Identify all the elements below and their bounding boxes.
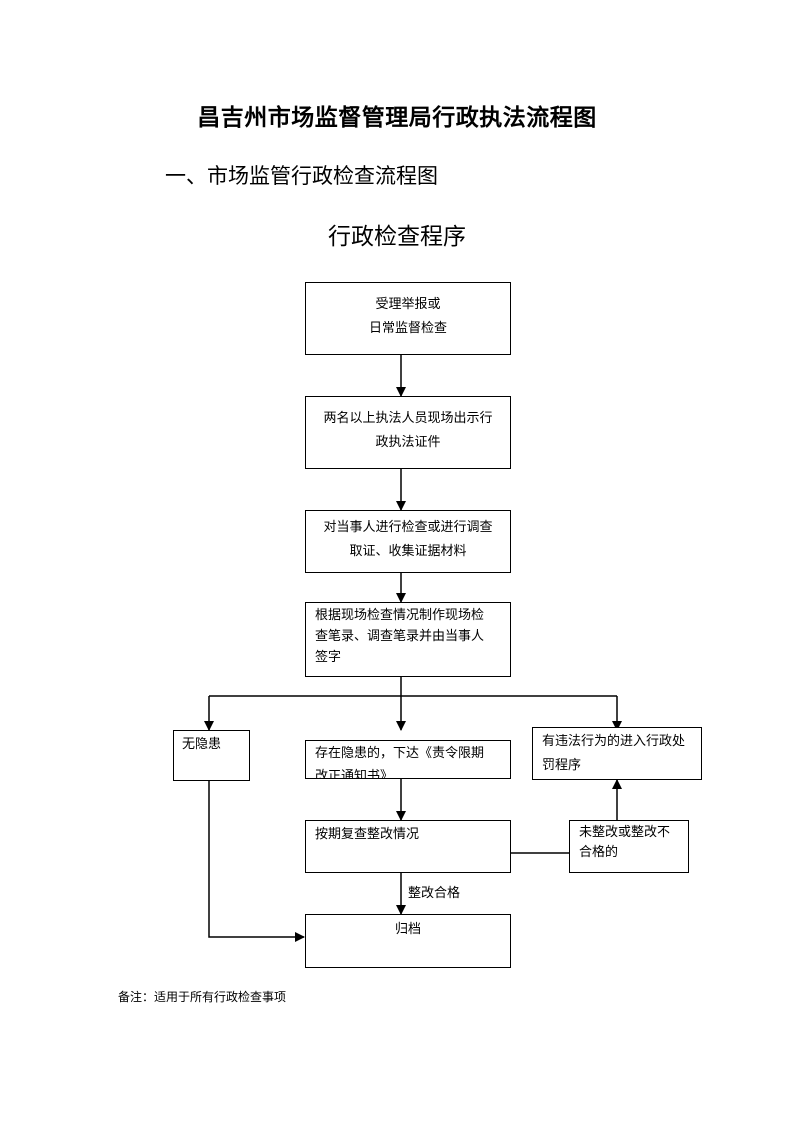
node-text: 取证、收集证据材料 (349, 544, 467, 559)
node-not-corrected: 未整改或整改不 合格的 (569, 820, 689, 873)
document-title: 昌吉州市场监督管理局行政执法流程图 (197, 104, 597, 131)
node-text: 两名以上执法人员现场出示行 (323, 411, 493, 426)
section-heading: 一、市场监管行政检查流程图 (165, 164, 438, 188)
node-make-record: 根据现场检查情况制作现场检 查笔录、调查笔录并由当事人 签字 (305, 602, 511, 677)
node-text: 日常监督检查 (368, 321, 447, 336)
node-violation-penalty: 有违法行为的进入行政处 罚程序 (532, 727, 702, 780)
node-text: 根据现场检查情况制作现场检 (315, 608, 485, 623)
node-text: 罚程序 (542, 758, 582, 773)
node-text: 受理举报或 (375, 297, 441, 312)
node-no-hazard: 无隐患 (173, 730, 250, 781)
node-review-rectification: 按期复查整改情况 (305, 820, 511, 873)
node-text: 查笔录、调查笔录并由当事人 (315, 629, 485, 644)
procedure-title: 行政检查程序 (328, 224, 466, 250)
footnote: 备注：适用于所有行政检查事项 (118, 990, 287, 1004)
node-text: 归档 (394, 922, 421, 937)
edge-label-corrected: 整改合格 (408, 886, 461, 901)
node-show-credentials: 两名以上执法人员现场出示行 政执法证件 (305, 396, 511, 469)
node-hazard-notice: 存在隐患的，下达《责令限期 改正通知书》 (305, 740, 511, 779)
node-text: 对当事人进行检查或进行调查 (323, 520, 493, 535)
node-text: 无隐患 (182, 737, 222, 752)
node-inspect: 对当事人进行检查或进行调查 取证、收集证据材料 (305, 510, 511, 573)
node-text: 合格的 (579, 845, 619, 860)
node-text: 有违法行为的进入行政处 (542, 734, 686, 749)
node-text: 存在隐患的，下达《责令限期 (315, 746, 485, 761)
arrow-no-hazard-to-archive (208, 781, 305, 942)
node-text: 未整改或整改不 (579, 825, 671, 840)
node-text: 签字 (315, 650, 342, 665)
node-text: 改正通知书》 (315, 769, 394, 779)
node-archive: 归档 (305, 914, 511, 968)
node-text: 政执法证件 (375, 435, 441, 450)
node-text: 按期复查整改情况 (315, 827, 420, 842)
node-accept-report: 受理举报或 日常监督检查 (305, 282, 511, 355)
